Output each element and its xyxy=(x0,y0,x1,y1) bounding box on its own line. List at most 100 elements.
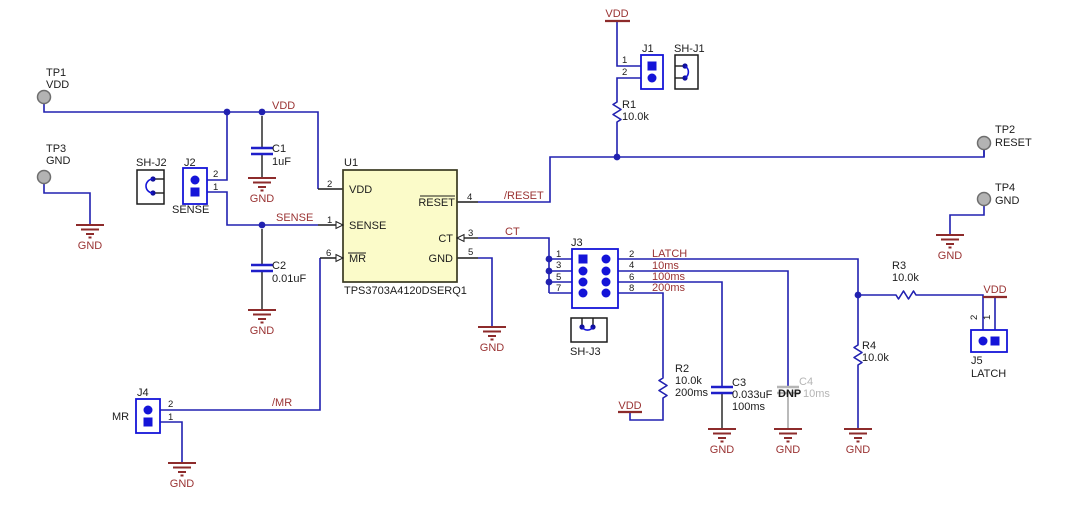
j5-pin2 xyxy=(978,336,988,346)
gnd-label: GND xyxy=(250,193,275,205)
j5-pin2-number: 2 xyxy=(969,315,980,320)
wire-sense xyxy=(207,191,318,226)
tp1-net: VDD xyxy=(46,79,69,91)
j4-ref: J4 xyxy=(137,387,149,399)
j3-pin2 xyxy=(601,254,611,264)
wire-j1pin2-r1 xyxy=(616,77,641,100)
c2-value: 0.01uF xyxy=(272,273,307,285)
sh-j1-label: SH-J1 xyxy=(674,43,705,55)
sh-j3-shunt xyxy=(570,317,608,343)
j1-pin1 xyxy=(647,61,657,71)
u1-body xyxy=(342,169,458,283)
j3-pin4 xyxy=(601,266,611,276)
sh-j3-label: SH-J3 xyxy=(570,346,601,358)
gnd-label: GND xyxy=(846,444,871,456)
tp4-net: GND xyxy=(995,195,1020,207)
wire-r2-to-vdd xyxy=(629,400,664,421)
j4-pin2 xyxy=(143,405,153,415)
net-label-sense: SENSE xyxy=(276,212,313,224)
r2-ref: R2 xyxy=(675,363,689,375)
c1-value: 1uF xyxy=(272,156,291,168)
j2-pin2-number: 2 xyxy=(213,169,218,180)
tp3-pad xyxy=(36,169,52,185)
wire-j2pin2-to-vdd xyxy=(207,112,228,181)
c4-timing: 10ms xyxy=(803,388,830,400)
test-points xyxy=(36,89,992,207)
j4-pin1 xyxy=(143,417,153,427)
j3-pin1-number: 1 xyxy=(556,249,561,260)
j4-pin1-number: 1 xyxy=(168,412,173,423)
wire-vddtop-j1 xyxy=(616,22,641,67)
j3-pin6 xyxy=(601,277,611,287)
wire-j4pin1-gnd xyxy=(160,421,183,463)
j2-pin1 xyxy=(190,187,200,197)
connectors xyxy=(135,54,1008,434)
r1-value: 10.0k xyxy=(622,111,649,123)
u1-pin3-input-arrow xyxy=(455,233,465,243)
j2-pin1-number: 1 xyxy=(213,182,218,193)
net-label-latch: LATCH xyxy=(652,248,687,260)
vdd-symbol-label-r2: VDD xyxy=(618,400,641,412)
j3-ref: J3 xyxy=(571,237,583,249)
u1-ref: U1 xyxy=(344,157,358,169)
j2-pin2 xyxy=(190,175,200,185)
u1-pin-number-2: 2 xyxy=(327,179,332,190)
j5-function-label: LATCH xyxy=(971,368,1006,380)
j2-function-label: SENSE xyxy=(172,204,209,216)
gnd-label: GND xyxy=(78,240,103,252)
j1-pin2-number: 2 xyxy=(622,67,627,78)
gnd-label: GND xyxy=(250,325,275,337)
j5-ref: J5 xyxy=(971,355,983,367)
j3-pin1 xyxy=(578,254,588,264)
j3-pin8 xyxy=(601,288,611,298)
j2-ref: J2 xyxy=(184,157,196,169)
wire-10ms xyxy=(606,270,789,386)
wire-tp3-gnd xyxy=(43,183,91,225)
c3-value: 0.033uF xyxy=(732,389,773,401)
j5-pin1-number: 1 xyxy=(982,315,993,320)
r3-ref: R3 xyxy=(892,260,906,272)
tp3-net: GND xyxy=(46,155,71,167)
gnd-symbol xyxy=(844,428,872,443)
u1-pin-number-4: 4 xyxy=(467,192,472,203)
c4-capacitor-dnp xyxy=(777,385,799,395)
gnd-symbol xyxy=(248,177,276,192)
c4-ref: C4 xyxy=(799,376,813,388)
tp1-pad xyxy=(36,89,52,105)
junction-dot xyxy=(613,153,621,161)
gnd-label: GND xyxy=(710,444,735,456)
j1-header xyxy=(640,54,664,90)
vdd-symbol-label-j5: VDD xyxy=(983,284,1006,296)
u1-pin-label-gnd: GND xyxy=(429,253,454,265)
junction-dot xyxy=(258,108,266,116)
wire-u1gnd xyxy=(478,257,493,327)
gnd-symbol xyxy=(248,309,276,324)
gnd-label: GND xyxy=(776,444,801,456)
wire-200ms xyxy=(606,292,664,376)
wire-100ms xyxy=(606,281,723,386)
j1-pin1-number: 1 xyxy=(622,55,627,66)
power-symbols xyxy=(605,19,1007,414)
r1-ref: R1 xyxy=(622,99,636,111)
wire-tp4-gnd xyxy=(949,205,985,235)
j2-header xyxy=(182,167,208,205)
junction-dots xyxy=(223,108,862,299)
net-label-10ms: 10ms xyxy=(652,260,679,272)
j5-header xyxy=(970,329,1008,353)
sh-j2-shunt xyxy=(136,169,165,205)
u1-pin-number-1: 1 xyxy=(327,215,332,226)
tp2-pad xyxy=(976,135,992,151)
j4-pin2-number: 2 xyxy=(168,399,173,410)
net-label-100ms: 100ms xyxy=(652,271,686,283)
j3-pin4-number: 4 xyxy=(629,260,634,271)
c3-capacitor xyxy=(711,385,733,395)
r2-timing: 200ms xyxy=(675,387,709,399)
j3-pin7 xyxy=(578,288,588,298)
u1-pin-label-vdd: VDD xyxy=(349,184,372,196)
u1-pin-label-reset: RESET xyxy=(418,197,455,209)
u1-pin-label-sense: SENSE xyxy=(349,220,386,232)
net-label-vdd: VDD xyxy=(272,100,295,112)
tp4-ref: TP4 xyxy=(995,182,1015,194)
